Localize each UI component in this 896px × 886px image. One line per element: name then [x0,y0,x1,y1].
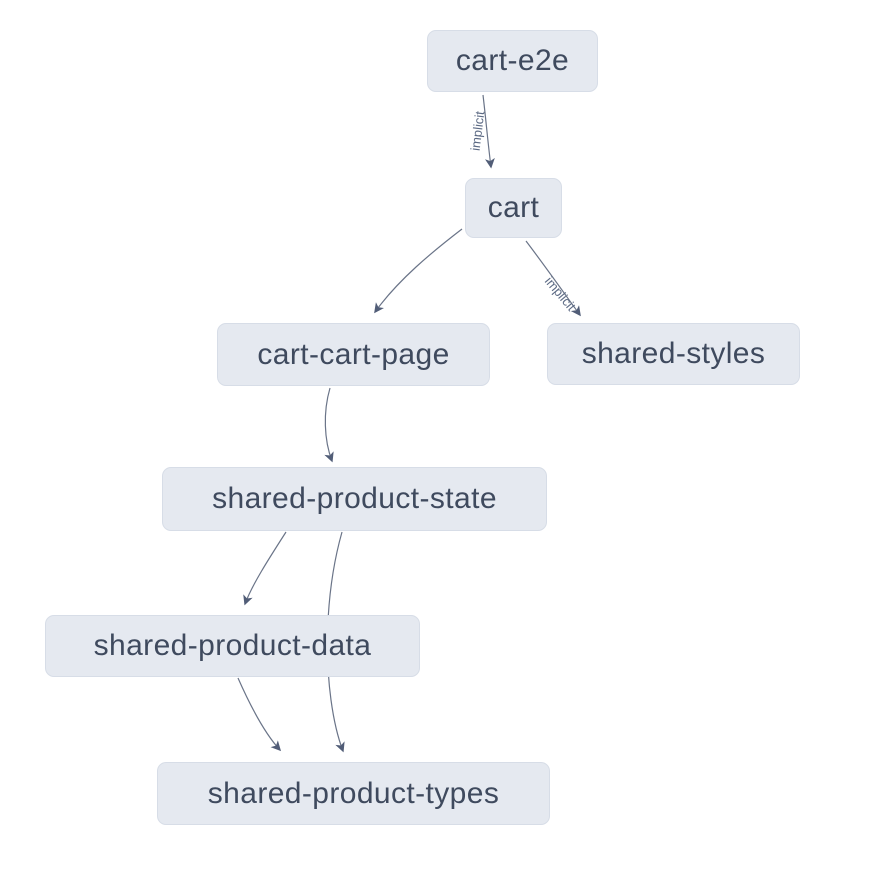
node-cart[interactable]: cart [465,178,562,238]
edge-label-implicit: implicit [542,274,579,314]
node-label: cart-cart-page [257,337,450,371]
edge-cart-cart-page-to-shared-product-state [324,387,334,463]
node-shared-product-state[interactable]: shared-product-state [162,467,547,531]
node-label: shared-product-state [212,482,497,515]
node-label: shared-product-types [207,776,500,810]
edge-label-implicit: implicit [468,110,488,152]
node-label: cart-e2e [455,44,570,77]
edge-cart-to-cart-cart-page [374,228,463,314]
node-shared-product-types[interactable]: shared-product-types [157,762,550,825]
node-label: cart [487,191,540,224]
node-cart-cart-page[interactable]: cart-cart-page [217,323,490,386]
node-label: shared-product-data [93,629,372,662]
node-label: shared-styles [581,337,766,370]
edge-cart-to-shared-styles [525,240,581,317]
edge-shared-product-state-to-shared-product-data [243,531,287,606]
node-cart-e2e[interactable]: cart-e2e [427,30,598,92]
edge-shared-product-data-to-shared-product-types [237,677,282,752]
node-shared-styles[interactable]: shared-styles [547,323,800,385]
edge-shared-product-state-to-shared-product-types [326,531,345,753]
node-shared-product-data[interactable]: shared-product-data [45,615,420,677]
edge-cart-e2e-to-cart [482,94,495,169]
